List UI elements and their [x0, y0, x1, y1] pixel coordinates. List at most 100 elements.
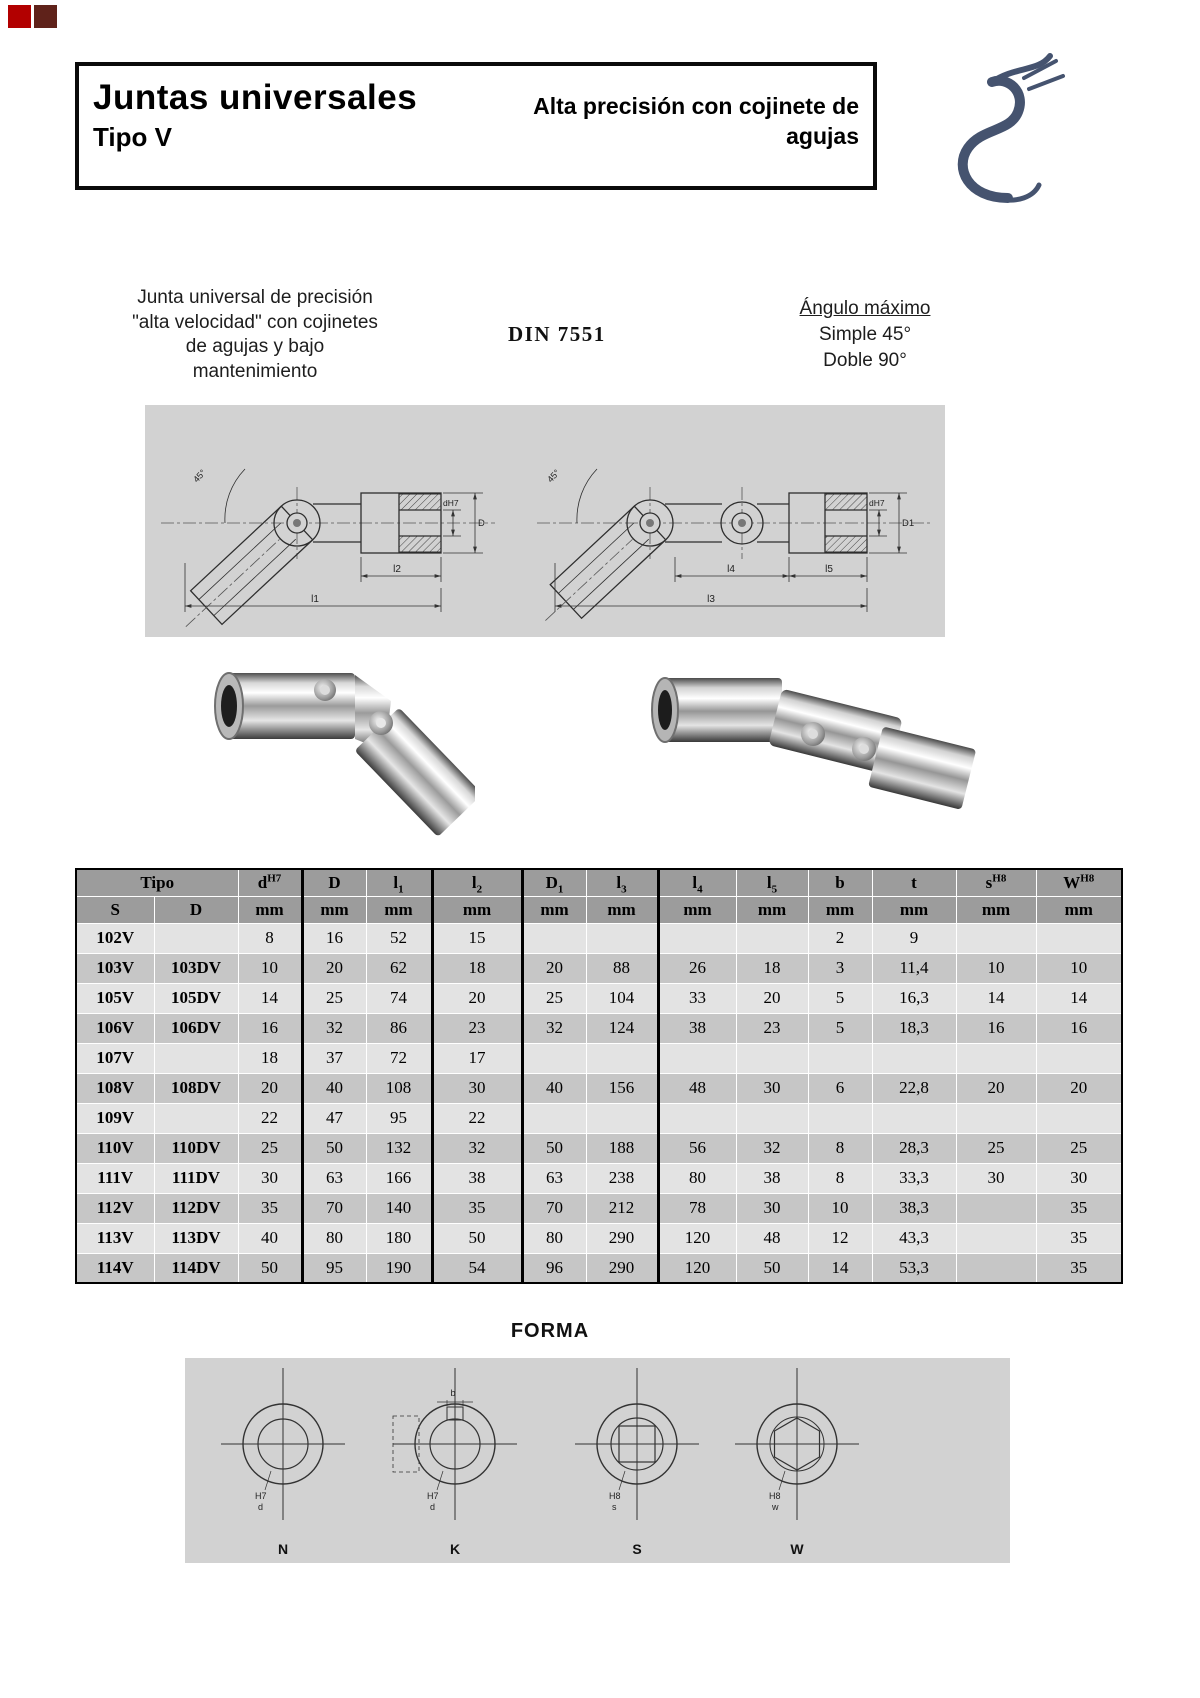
table-cell: 12: [807, 1222, 873, 1254]
table-cell: 52: [365, 922, 434, 954]
product-description: Junta universal de precisión "alta veloc…: [100, 286, 410, 385]
table-cell: 120: [657, 1222, 737, 1254]
table-cell: 10: [807, 1192, 873, 1224]
header-box: Juntas universales Tipo V Alta precisión…: [75, 62, 877, 190]
drawing-single-joint: 45° dH7 D l2 l1: [161, 467, 495, 627]
table-cell: 104: [585, 982, 660, 1014]
table-cell: 30: [955, 1162, 1037, 1194]
table-cell: 102V: [75, 922, 155, 954]
table-cell: [955, 1042, 1037, 1074]
table-cell: 106V: [75, 1012, 155, 1044]
table-cell: 22: [237, 1102, 303, 1134]
table-cell: 111V: [75, 1162, 155, 1194]
table-cell: [153, 1042, 239, 1074]
unit-cell: mm: [237, 895, 303, 924]
table-cell: 6: [807, 1072, 873, 1104]
table-cell: [520, 922, 587, 954]
corner-mark-red: [8, 5, 31, 28]
table-cell: [585, 922, 660, 954]
table-cell: 20: [520, 952, 587, 984]
table-cell: 16,3: [871, 982, 957, 1014]
forma-shape-s: [575, 1368, 699, 1520]
table-cell: 40: [300, 1072, 367, 1104]
table-cell: 110DV: [153, 1132, 239, 1164]
table-cell: 15: [431, 922, 523, 954]
table-cell: 50: [431, 1222, 523, 1254]
table-cell: [520, 1042, 587, 1074]
forma-dim-label: w: [771, 1502, 779, 1512]
table-cell: 30: [431, 1072, 523, 1104]
table-cell: 105DV: [153, 982, 239, 1014]
table-cell: [735, 1042, 809, 1074]
table-cell: 50: [237, 1252, 303, 1284]
table-cell: 113DV: [153, 1222, 239, 1254]
forma-fit-label: H7: [427, 1491, 439, 1501]
table-cell: 95: [365, 1102, 434, 1134]
header-tagline: Alta precisión con cojinete de agujas: [533, 93, 859, 149]
table-cell: 35: [1035, 1222, 1123, 1254]
col-header: WH8: [1035, 868, 1123, 897]
table-cell: 110V: [75, 1132, 155, 1164]
table-cell: 109V: [75, 1102, 155, 1134]
table-cell: 50: [735, 1252, 809, 1284]
subcol-header: S: [75, 895, 155, 924]
dim-angle-label: 45°: [545, 467, 562, 484]
table-cell: 14: [237, 982, 303, 1014]
table-cell: 80: [657, 1162, 737, 1194]
col-header-tipo: Tipo: [75, 868, 239, 897]
table-cell: 25: [1035, 1132, 1123, 1164]
table-cell: 124: [585, 1012, 660, 1044]
col-header: l4: [657, 868, 737, 897]
description-line: mantenimiento: [192, 361, 318, 383]
col-header: sH8: [955, 868, 1037, 897]
table-cell: 32: [431, 1132, 523, 1164]
table-cell: [657, 922, 737, 954]
table-cell: 111DV: [153, 1162, 239, 1194]
table-cell: 20: [735, 982, 809, 1014]
angle-title: Ángulo máximo: [799, 298, 931, 319]
table-cell: [955, 1102, 1037, 1134]
dim-l2-label: l2: [393, 564, 401, 575]
table-cell: 5: [807, 982, 873, 1014]
dim-diameter-label: D: [478, 518, 485, 529]
table-cell: 23: [431, 1012, 523, 1044]
technical-drawing: 45° dH7 D l2 l1: [161, 467, 930, 627]
table-cell: 23: [735, 1012, 809, 1044]
table-cell: [153, 922, 239, 954]
dim-l5-label: l5: [825, 564, 833, 575]
table-cell: 188: [585, 1132, 660, 1164]
table-cell: [735, 922, 809, 954]
table-cell: 113V: [75, 1222, 155, 1254]
table-cell: [871, 1042, 957, 1074]
table-cell: [657, 1042, 737, 1074]
col-header: D: [300, 868, 367, 897]
dim-bore-label: dH7: [869, 498, 885, 508]
table-cell: 72: [365, 1042, 434, 1074]
table-cell: [955, 1252, 1037, 1284]
table-cell: 8: [807, 1162, 873, 1194]
table-cell: 20: [237, 1072, 303, 1104]
dim-diameter-label: D1: [902, 518, 914, 529]
unit-cell: mm: [657, 895, 737, 924]
col-header: D1: [520, 868, 587, 897]
forma-shape-n: [221, 1368, 345, 1520]
table-cell: 63: [520, 1162, 587, 1194]
table-cell: 14: [955, 982, 1037, 1014]
forma-fit-label: H8: [769, 1491, 781, 1501]
table-cell: 5: [807, 1012, 873, 1044]
table-cell: 74: [365, 982, 434, 1014]
table-cell: 48: [735, 1222, 809, 1254]
table-cell: 18: [735, 952, 809, 984]
